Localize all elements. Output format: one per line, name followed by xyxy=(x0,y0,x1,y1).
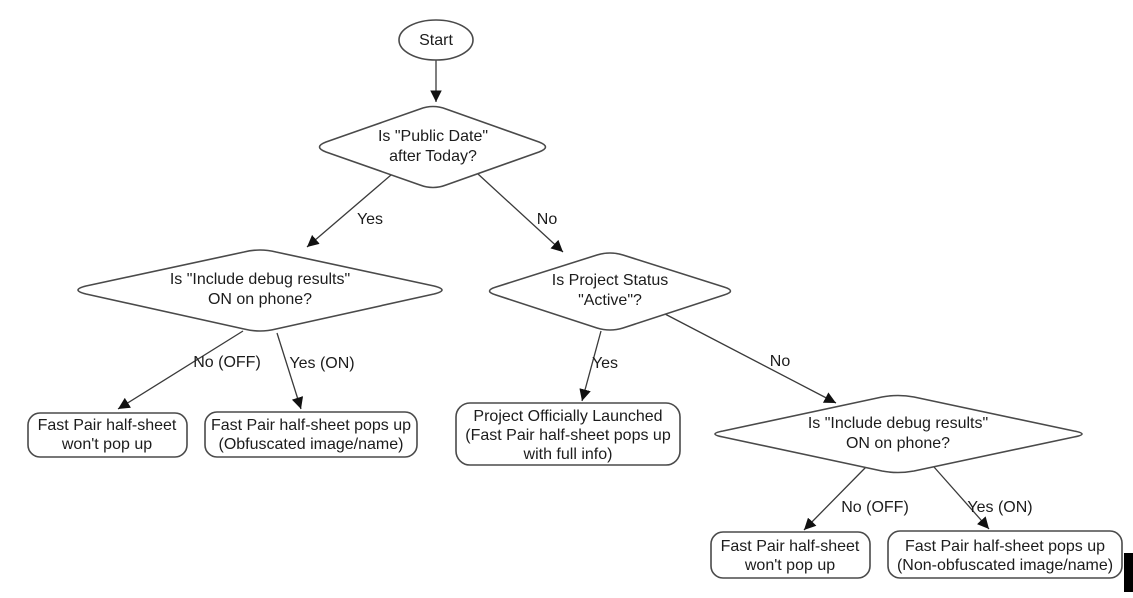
outcome-text-line: with full info) xyxy=(523,446,613,463)
edge-label-no-off: No (OFF) xyxy=(193,354,261,371)
outcome-box xyxy=(204,411,418,458)
outcome-text-line: (Fast Pair half-sheet pops up xyxy=(465,427,671,444)
outcome-text-line: won't pop up xyxy=(744,557,835,574)
edge-label-yes-on: Yes (ON) xyxy=(289,355,354,372)
outcome-box xyxy=(887,530,1123,579)
node-right-no-popup: Fast Pair half-sheet won't pop up xyxy=(710,531,871,579)
decision-text-line: Is Project Status xyxy=(552,272,669,289)
decision-text-line: ON on phone? xyxy=(846,435,950,452)
decision-text-line: Is "Include debug results" xyxy=(170,271,350,288)
edge-label-no: No xyxy=(537,211,558,228)
outcome-text-line: Fast Pair half-sheet xyxy=(38,417,177,434)
node-launched: Project Officially Launched (Fast Pair h… xyxy=(455,402,681,466)
node-left-obfuscated: Fast Pair half-sheet pops up (Obfuscated… xyxy=(204,411,418,458)
node-debug-right-decision: Is "Include debug results" ON on phone? xyxy=(714,394,1083,474)
decision-diamond xyxy=(318,105,547,189)
start-label: Start xyxy=(419,32,453,49)
decision-diamond xyxy=(714,394,1083,474)
edge-label-yes: Yes xyxy=(357,211,383,228)
start-ellipse xyxy=(398,19,474,61)
edge-label-yes-on: Yes (ON) xyxy=(967,499,1032,516)
edge-project-status-yes xyxy=(579,330,602,402)
edge-project-status-no xyxy=(664,313,837,404)
edge-debug-right-yes xyxy=(933,466,990,530)
outcome-text-line: Fast Pair half-sheet xyxy=(721,538,860,555)
node-debug-left-decision: Is "Include debug results" ON on phone? xyxy=(77,249,443,332)
edge-debug-right-no xyxy=(803,466,867,531)
edge-public-date-no xyxy=(477,173,564,253)
edge-public-date-yes xyxy=(306,174,392,248)
outcome-box xyxy=(27,412,188,458)
node-start: Start xyxy=(398,19,474,61)
decision-text-line: after Today? xyxy=(389,148,477,165)
outcome-box xyxy=(455,402,681,466)
outcome-box xyxy=(710,531,871,579)
decision-text-line: Is "Include debug results" xyxy=(808,415,988,432)
decision-diamond xyxy=(77,249,443,332)
decision-diamond xyxy=(488,252,732,331)
edge-debug-left-no xyxy=(117,330,244,410)
text-cursor-artifact xyxy=(1124,553,1133,592)
decision-text-line: Is "Public Date" xyxy=(378,128,488,145)
decision-text-line: ON on phone? xyxy=(208,291,312,308)
edge-labels: Yes No No (OFF) Yes (ON) Yes No No (OFF)… xyxy=(193,211,1032,516)
outcome-text-line: Fast Pair half-sheet pops up xyxy=(905,538,1105,555)
edge-label-yes: Yes xyxy=(592,355,618,372)
edge-label-no-off: No (OFF) xyxy=(841,499,909,516)
node-left-no-popup: Fast Pair half-sheet won't pop up xyxy=(27,412,188,458)
edge-label-no: No xyxy=(770,353,791,370)
decision-text-line: "Active"? xyxy=(578,292,642,309)
node-right-non-obfuscated: Fast Pair half-sheet pops up (Non-obfusc… xyxy=(887,530,1123,579)
edge-debug-left-yes xyxy=(276,332,304,410)
edges xyxy=(117,60,990,531)
node-project-status-decision: Is Project Status "Active"? xyxy=(488,252,732,331)
outcome-text-line: Fast Pair half-sheet pops up xyxy=(211,417,411,434)
outcome-text-line: Project Officially Launched xyxy=(473,408,662,425)
outcome-text-line: (Non-obfuscated image/name) xyxy=(897,557,1113,574)
outcome-text-line: won't pop up xyxy=(61,436,152,453)
outcome-text-line: (Obfuscated image/name) xyxy=(219,436,404,453)
node-public-date-decision: Is "Public Date" after Today? xyxy=(318,105,547,189)
